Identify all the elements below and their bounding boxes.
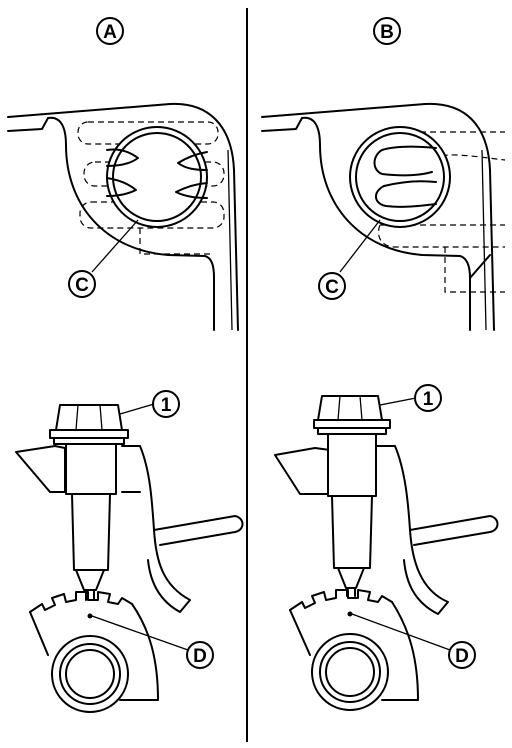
panel-b: B C bbox=[261, 17, 506, 711]
panel-a-lever bbox=[29, 591, 159, 713]
panel-b-callout-c: C bbox=[318, 219, 381, 300]
panel-a-label: A bbox=[96, 17, 124, 45]
svg-text:1: 1 bbox=[161, 395, 172, 416]
svg-text:B: B bbox=[380, 22, 394, 43]
panel-b-label: B bbox=[373, 17, 401, 45]
panel-a-cutout-correct bbox=[106, 126, 208, 228]
panel-a-callout-bolt: 1 bbox=[119, 390, 180, 418]
svg-text:C: C bbox=[75, 275, 89, 296]
panel-b-bolt-section bbox=[274, 395, 499, 615]
panel-a-callout-c: C bbox=[68, 219, 139, 298]
svg-text:A: A bbox=[103, 22, 117, 43]
panel-a-bolt-section bbox=[15, 404, 244, 613]
panel-b-housing-top-view bbox=[261, 102, 506, 331]
panel-b-callout-bolt: 1 bbox=[379, 384, 442, 412]
panel-a: A C bbox=[7, 17, 244, 713]
panel-a-callout-d: D bbox=[87, 613, 214, 669]
panel-b-cutout-incorrect bbox=[349, 126, 451, 228]
panel-b-lever bbox=[289, 589, 419, 711]
panel-a-housing-top-view bbox=[7, 102, 239, 331]
svg-text:D: D bbox=[193, 646, 207, 667]
svg-text:1: 1 bbox=[423, 389, 434, 410]
panel-b-callout-d: D bbox=[347, 611, 476, 669]
svg-text:C: C bbox=[325, 277, 339, 298]
svg-text:D: D bbox=[455, 646, 469, 667]
